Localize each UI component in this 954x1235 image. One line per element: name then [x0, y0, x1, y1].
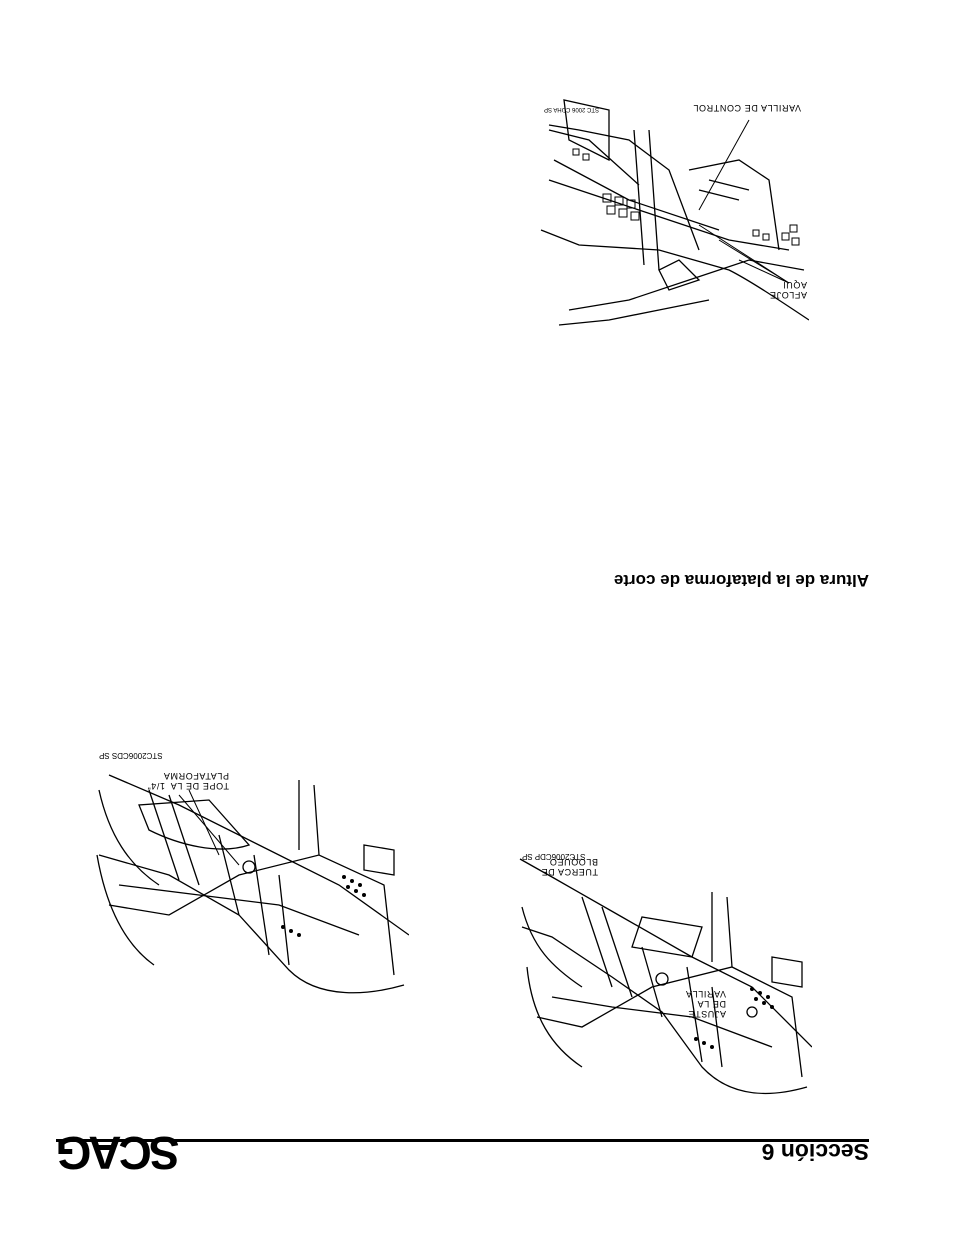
page-header: Sección 6 SCAG — [56, 1119, 869, 1179]
label-loosen-l1: AFLOJE — [769, 290, 807, 300]
control-rod-drawing — [540, 99, 809, 326]
code-lock-nut: STC2006CDP SP — [522, 852, 586, 861]
lock-nut-drawing — [519, 858, 812, 1095]
section-title: Sección 6 — [761, 1139, 869, 1165]
label-control-rod: VARILLA DE CONTROL — [692, 103, 801, 113]
label-loosen-l2: AQUI — [782, 280, 807, 290]
scag-logo: SCAG — [56, 1127, 181, 1179]
deck-stop-drawing — [96, 774, 409, 994]
label-rod-l3: VARILLA — [685, 989, 726, 999]
logo-wordmark: SCAG — [58, 1131, 179, 1175]
label-loosen-here: AFLOJE AQUI — [769, 280, 807, 300]
label-deck-stop: TOPE DE LA PLATAFORMA — [163, 771, 229, 791]
label-stop-l1: TOPE DE LA — [170, 781, 229, 791]
figure-deck-stop: TOPE DE LA PLATAFORMA 1/4" STC2006CDS SP — [94, 750, 409, 1005]
code-deck-stop: STC2006CDS SP — [99, 751, 163, 760]
section-heading: Altura de la plataforma de corte — [613, 571, 869, 590]
code-control-rod: STC 2006 CDHA SP — [544, 106, 600, 112]
label-rod-l1: AJUSTE — [687, 1009, 726, 1019]
label-nut-l1: TUERCA DE — [541, 867, 598, 877]
figure-control-rod: AFLOJE AQUI VARILLA DE CONTROL STC 2006 … — [539, 90, 809, 340]
label-rod-l2: DE LA — [696, 999, 726, 1009]
header-rule — [56, 1139, 869, 1142]
label-gap: 1/4" — [146, 781, 165, 791]
figure-lock-nut: AJUSTE DE LA VARILLA TUERCA DE BLOQUEO S… — [517, 852, 812, 1107]
label-stop-l2: PLATAFORMA — [163, 771, 229, 781]
label-rod-adjust: AJUSTE DE LA VARILLA — [685, 989, 726, 1019]
